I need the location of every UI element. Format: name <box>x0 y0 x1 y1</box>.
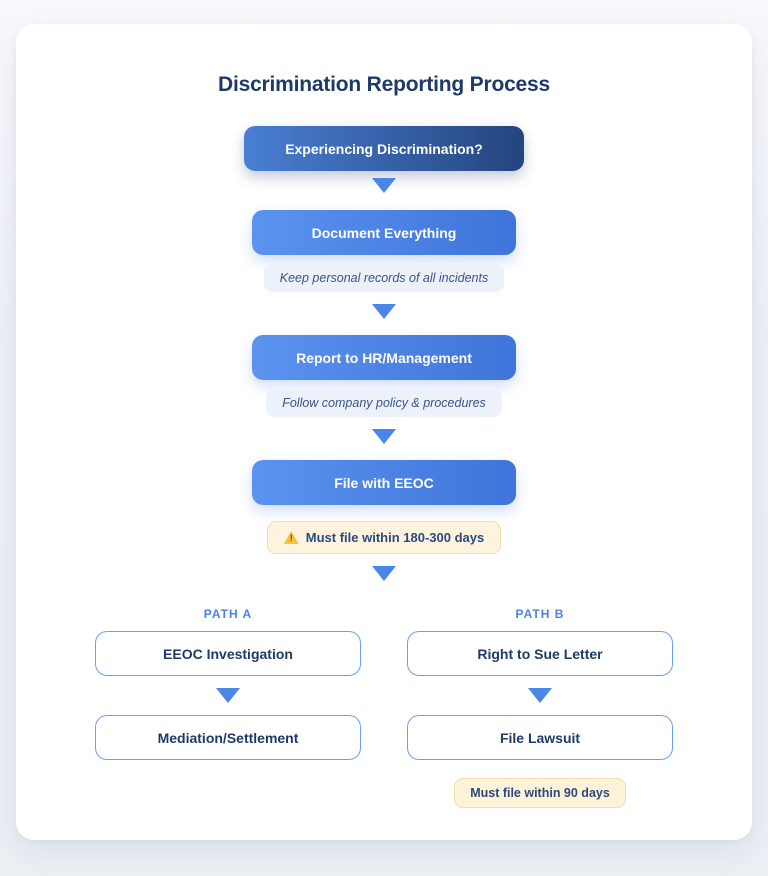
arrow-down-icon <box>528 688 552 703</box>
arrow-down-icon <box>372 566 396 581</box>
flowchart-card: Discrimination Reporting Process Experie… <box>16 24 752 840</box>
warning-icon: ! <box>283 531 299 544</box>
arrow-down-icon <box>372 178 396 193</box>
arrow-down-icon <box>216 688 240 703</box>
flow-note-document: Keep personal records of all incidents <box>263 264 505 292</box>
paths-section: PATH A EEOC Investigation Mediation/Sett… <box>95 607 673 808</box>
flowchart: Experiencing Discrimination? Document Ev… <box>16 126 752 808</box>
path-a-column: PATH A EEOC Investigation Mediation/Sett… <box>95 607 361 808</box>
warning-badge: ! Must file within 180-300 days <box>266 521 502 554</box>
warning-text: Must file within 180-300 days <box>305 530 485 545</box>
flow-node-document-everything: Document Everything <box>252 210 516 255</box>
path-node-eeoc-investigation: EEOC Investigation <box>95 631 361 676</box>
arrow-down-icon <box>372 429 396 444</box>
flow-node-start: Experiencing Discrimination? <box>244 126 524 171</box>
path-node-mediation-settlement: Mediation/Settlement <box>95 715 361 760</box>
page-title: Discrimination Reporting Process <box>217 73 550 96</box>
flow-note-report: Follow company policy & procedures <box>266 389 502 417</box>
path-node-file-lawsuit: File Lawsuit <box>407 715 673 760</box>
flow-node-file-eeoc: File with EEOC <box>252 460 516 505</box>
path-node-right-to-sue: Right to Sue Letter <box>407 631 673 676</box>
path-b-label: PATH B <box>515 607 565 621</box>
flow-node-report-hr: Report to HR/Management <box>252 335 516 380</box>
arrow-down-icon <box>372 304 396 319</box>
path-b-column: PATH B Right to Sue Letter File Lawsuit … <box>407 607 673 808</box>
deadline-note: Must file within 90 days <box>454 778 626 808</box>
path-a-label: PATH A <box>203 607 253 621</box>
